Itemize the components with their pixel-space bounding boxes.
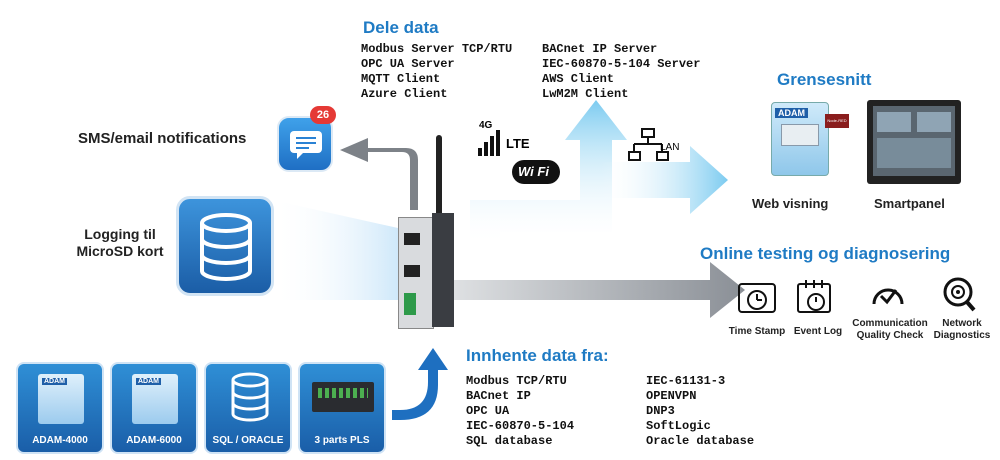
protocol-item: OPENVPN xyxy=(646,389,697,403)
lan-label: LAN xyxy=(660,142,680,153)
diag-label: Network Diagnostics xyxy=(933,318,991,341)
antenna xyxy=(436,135,442,217)
web-view-label: Web visning xyxy=(752,196,829,211)
protocol-item: Modbus TCP/RTU xyxy=(466,374,567,388)
diagnostics-arrow xyxy=(440,262,745,318)
protocol-item: OPC UA Server xyxy=(361,57,455,71)
protocol-item: Azure Client xyxy=(361,87,448,101)
check-gauge-icon xyxy=(868,276,908,319)
node-red-badge: Node-RED xyxy=(825,114,849,128)
source-label: 3 parts PLS xyxy=(314,435,370,446)
gateway-device xyxy=(398,135,456,329)
logging-label-line1: Logging til xyxy=(84,226,156,242)
logging-label: Logging til MicroSD kort xyxy=(62,226,178,260)
share-protocols-right: BACnet IP Server IEC-60870-5-104 Server … xyxy=(542,42,700,102)
diag-label: Time Stamp xyxy=(728,326,786,337)
event-log-icon xyxy=(794,278,834,321)
protocol-item: DNP3 xyxy=(646,404,675,418)
protocol-item: SQL database xyxy=(466,434,553,448)
source-label: SQL / ORACLE xyxy=(212,435,284,446)
database-icon xyxy=(176,196,274,296)
protocol-item: AWS Client xyxy=(542,72,615,86)
collect-protocols-left: Modbus TCP/RTU BACnet IP OPC UA IEC-6087… xyxy=(466,374,574,449)
protocol-item: Oracle database xyxy=(646,434,755,448)
clock-icon xyxy=(737,282,777,321)
protocol-item: MQTT Client xyxy=(361,72,441,86)
collect-protocols-right: IEC-61131-3 OPENVPN DNP3 SoftLogic Oracl… xyxy=(646,374,754,449)
logging-label-line2: MicroSD kort xyxy=(76,243,164,259)
protocol-item: IEC-60870-5-104 Server xyxy=(542,57,701,71)
lte-label: LTE xyxy=(506,136,530,151)
adam-logo: ADAM xyxy=(42,378,67,385)
database-icon xyxy=(231,372,269,422)
interface-arrow xyxy=(600,146,728,214)
notification-badge: 26 xyxy=(310,106,336,124)
source-sql-oracle: SQL / ORACLE xyxy=(204,362,292,454)
online-title: Online testing og diagnosering xyxy=(700,244,951,263)
protocol-item: LwM2M Client xyxy=(542,87,629,101)
protocol-item: BACnet IP Server xyxy=(542,42,658,56)
lan-icon: LAN xyxy=(628,128,682,169)
diag-label: Event Log xyxy=(793,326,843,337)
logging-beam xyxy=(272,200,398,300)
wifi-label: Wi Fi xyxy=(518,164,549,179)
protocol-item: Modbus Server TCP/RTU xyxy=(361,42,513,56)
diag-label: Communication Quality Check xyxy=(852,318,928,341)
adam-logo: ADAM xyxy=(136,378,161,385)
smartpanel-device xyxy=(867,100,963,186)
protocol-item: BACnet IP xyxy=(466,389,531,403)
source-3rd-party-plc: 3 parts PLS xyxy=(298,362,386,454)
interface-title: Grensesnitt xyxy=(777,70,872,89)
collect-title: Innhente data fra: xyxy=(466,346,609,365)
adam-logo: ADAM xyxy=(775,108,808,118)
protocol-item: OPC UA xyxy=(466,404,510,418)
source-adam-4000: ADAM ADAM-4000 xyxy=(16,362,104,454)
source-adam-6000: ADAM ADAM-6000 xyxy=(110,362,198,454)
protocol-item: IEC-61131-3 xyxy=(646,374,726,388)
share-title: Dele data xyxy=(363,18,439,37)
smartpanel-label: Smartpanel xyxy=(874,196,945,211)
message-app-icon xyxy=(277,116,333,172)
source-label: ADAM-4000 xyxy=(32,435,88,446)
lte-icon: 4G LTE xyxy=(476,120,536,163)
share-arrow xyxy=(470,100,627,245)
protocol-item: SoftLogic xyxy=(646,419,711,433)
lte-4g-label: 4G xyxy=(479,120,493,131)
notification-label: SMS/email notifications xyxy=(78,130,247,147)
web-view-device: ADAM Node-RED xyxy=(765,100,849,180)
input-arrow xyxy=(392,348,448,420)
source-label: ADAM-6000 xyxy=(126,435,182,446)
protocol-item: IEC-60870-5-104 xyxy=(466,419,575,433)
network-diagnostics-icon xyxy=(940,276,980,319)
wifi-icon: Wi Fi xyxy=(512,160,560,184)
share-protocols-left: Modbus Server TCP/RTU OPC UA Server MQTT… xyxy=(361,42,512,102)
